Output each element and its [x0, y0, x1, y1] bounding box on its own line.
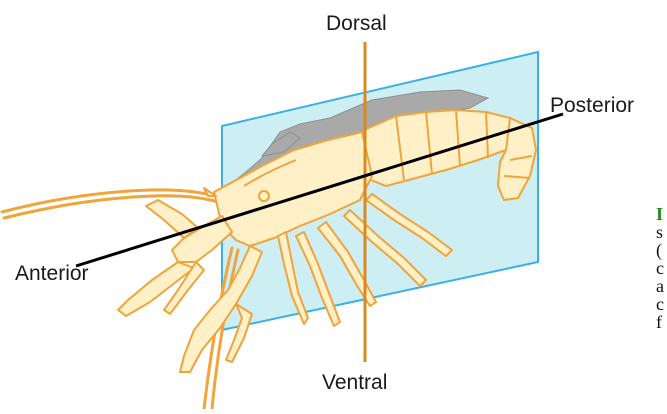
caption-fragment: a — [656, 277, 667, 295]
antennae — [2, 190, 238, 409]
caption-fragment: I — [656, 205, 667, 223]
caption-fragment: c — [656, 295, 667, 313]
caption-fragment: ( — [656, 241, 667, 259]
dorsal-label: Dorsal — [326, 12, 387, 36]
caption-fragment: f — [656, 313, 667, 331]
anterior-label: Anterior — [15, 262, 89, 286]
ventral-label: Ventral — [322, 371, 387, 395]
caption-fragment: c — [656, 259, 667, 277]
posterior-label: Posterior — [550, 94, 634, 118]
caption-fragment: s — [656, 223, 667, 241]
